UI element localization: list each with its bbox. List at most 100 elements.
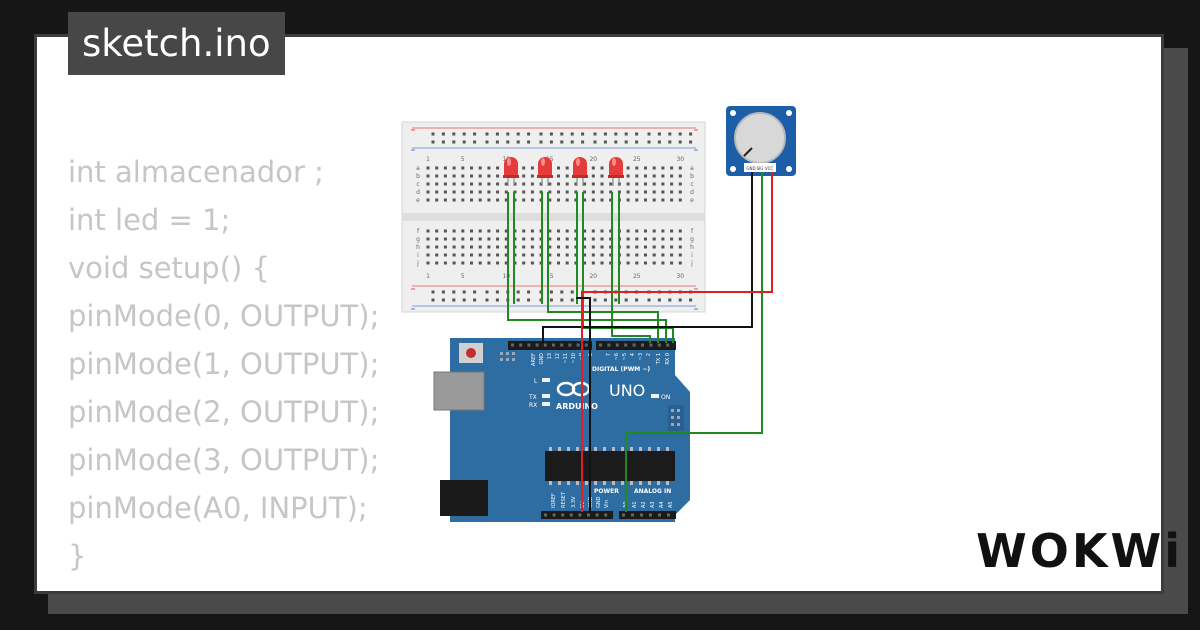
code-preview: int almacenador ;int led = 1;void setup(… — [68, 148, 379, 580]
pin-label: 12 — [555, 353, 561, 359]
bb-row-letter: a — [416, 165, 420, 172]
pin-label: Vin — [604, 500, 610, 508]
pin-label: TX 1 — [656, 353, 662, 365]
bb-row-letter: a — [690, 165, 694, 172]
code-line: int almacenador ; — [68, 155, 324, 189]
wire-pot-vcc — [581, 172, 773, 512]
bb-col-number: 15 — [546, 273, 554, 280]
wire-pot-sig — [625, 172, 763, 512]
microcontroller-chip — [545, 451, 675, 481]
bb-row-letter: g — [416, 236, 420, 243]
code-line: } — [68, 539, 87, 573]
sketch-title-tab[interactable]: sketch.ino — [68, 12, 285, 75]
pin-label: A5 — [668, 501, 674, 508]
bb-col-number: 1 — [426, 273, 430, 280]
pin-label: IOREF — [551, 493, 557, 508]
bb-row-letter: i — [417, 252, 419, 259]
breadboard: 115510101515202025253030aabbccddeeffgghh… — [401, 121, 706, 313]
bb-col-number: 25 — [633, 156, 641, 163]
bb-row-letter: j — [416, 260, 419, 267]
model-label: UNO — [609, 381, 645, 400]
wires — [507, 172, 773, 512]
on-label: ON — [661, 394, 670, 401]
pin-label: 13 — [547, 353, 553, 359]
pin-label: ~3 — [638, 353, 644, 360]
bb-col-number: 20 — [589, 156, 597, 163]
bb-col-number: 10 — [502, 273, 510, 280]
bb-row-letter: d — [690, 189, 694, 196]
digital-label: DIGITAL (PWM ~) — [592, 366, 650, 373]
pin-label: ~5 — [622, 353, 628, 360]
bb-row-letter: d — [416, 189, 420, 196]
bb-row-letter: j — [690, 260, 693, 267]
wire-led1 — [507, 192, 667, 343]
pin-label: GND — [596, 496, 602, 508]
red-led[interactable] — [608, 157, 624, 186]
wire-led4 — [611, 192, 651, 343]
digital-header-right — [596, 341, 676, 350]
wokwi-logo: WOKWi — [976, 524, 1183, 578]
bb-row-letter: e — [690, 197, 694, 204]
wire-pot-gnd — [542, 172, 753, 343]
bb-row-letter: g — [690, 236, 694, 243]
bb-row-letter: f — [417, 228, 420, 235]
bb-row-letter: b — [690, 173, 694, 180]
reset-button[interactable] — [466, 348, 476, 358]
digital-header-left — [508, 341, 592, 350]
bb-col-number: 20 — [589, 273, 597, 280]
red-led[interactable] — [572, 157, 588, 186]
code-line: int led = 1; — [68, 203, 231, 237]
pin-label: A1 — [632, 501, 638, 508]
pin-label: RESET — [561, 491, 567, 508]
pin-label: AREF — [531, 353, 537, 366]
code-line: pinMode(A0, INPUT); — [68, 491, 368, 525]
bb-col-number: 1 — [426, 156, 430, 163]
code-line: pinMode(1, OUTPUT); — [68, 347, 380, 381]
pin-label: 3.3V — [571, 496, 577, 508]
pin-label: 7 — [606, 353, 612, 356]
bb-col-number: 30 — [676, 273, 684, 280]
led-l-label: L — [534, 378, 538, 385]
pin-label: A3 — [650, 501, 656, 508]
pot-pin-vcc-label: VCC — [765, 166, 774, 171]
bb-col-number: 25 — [633, 273, 641, 280]
bb-row-letter: e — [416, 197, 420, 204]
brand-label: ARDUINO — [556, 402, 598, 411]
led-group — [503, 157, 624, 186]
red-led[interactable] — [537, 157, 553, 186]
bb-col-number: 30 — [676, 156, 684, 163]
bb-row-letter: b — [416, 173, 420, 180]
bb-row-letter: c — [690, 181, 693, 188]
code-line: pinMode(3, OUTPUT); — [68, 443, 380, 477]
pin-label: RX 0 — [665, 353, 671, 365]
pin-label: ~6 — [614, 353, 620, 360]
code-line: pinMode(2, OUTPUT); — [68, 395, 380, 429]
analog-header — [619, 511, 676, 519]
pin-label: A2 — [641, 501, 647, 508]
bb-row-letter: i — [691, 252, 693, 259]
pot-pin-gnd-label: GND — [746, 166, 755, 171]
led-rx-label: RX — [529, 402, 537, 409]
pin-label: 4 — [630, 353, 636, 356]
bb-row-letter: c — [416, 181, 419, 188]
power-label: POWER — [594, 488, 619, 495]
potentiometer[interactable]: GND SIG VCC — [726, 106, 796, 176]
bb-col-number: 5 — [461, 156, 465, 163]
bb-row-letter: h — [416, 244, 420, 251]
led-tx-label: TX — [528, 394, 537, 401]
pin-label: ~10 — [571, 353, 577, 364]
power-header — [541, 511, 613, 519]
red-led[interactable] — [503, 157, 519, 186]
analog-label: ANALOG IN — [634, 488, 671, 495]
knob-indicator — [743, 147, 753, 157]
code-line: pinMode(0, OUTPUT); — [68, 299, 380, 333]
pin-label: 2 — [646, 353, 652, 356]
pin-label: A4 — [659, 501, 665, 508]
bb-col-number: 5 — [461, 273, 465, 280]
wire-gnd-bb — [576, 297, 591, 512]
usb-port — [433, 371, 485, 411]
pin-label: ~11 — [563, 353, 569, 364]
bb-row-letter: f — [691, 228, 694, 235]
